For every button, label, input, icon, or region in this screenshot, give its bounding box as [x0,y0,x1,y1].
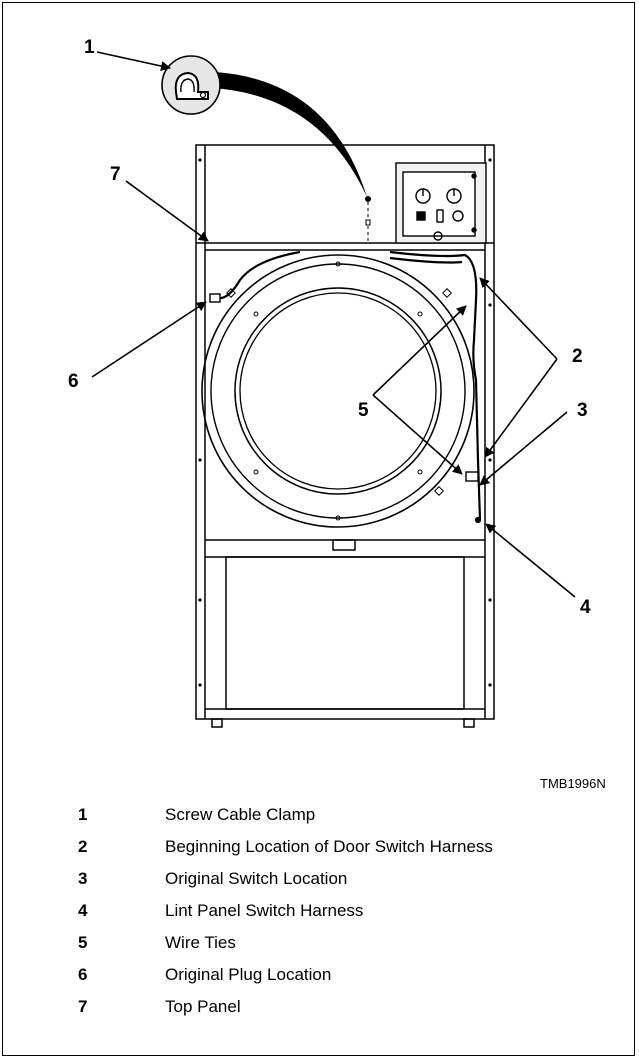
legend-number: 4 [78,901,88,920]
legend-label: Beginning Location of Door Switch Harnes… [165,837,493,856]
legend-label: Original Plug Location [165,965,332,984]
legend-item: 3 Original Switch Location [78,869,638,901]
legend-number: 2 [78,837,88,856]
callout-6: 6 [68,371,79,392]
callout-5: 5 [358,400,369,421]
legend-label: Wire Ties [165,933,236,952]
legend-number: 1 [78,805,88,824]
callout-4: 4 [580,597,591,618]
control-panel [395,162,487,244]
legend: 1 Screw Cable Clamp 2 Beginning Location… [78,805,638,1029]
dryer-door [201,254,475,528]
legend-item: 2 Beginning Location of Door Switch Harn… [78,837,638,869]
figure-id: TMB1996N [540,776,606,791]
leader-arrows [91,51,576,598]
cable-clamp-detail [161,55,221,115]
legend-item: 6 Original Plug Location [78,965,638,997]
legend-item: 4 Lint Panel Switch Harness [78,901,638,933]
legend-number: 5 [78,933,88,952]
legend-label: Screw Cable Clamp [165,805,316,824]
detail-leader-band [212,72,367,197]
door-switch-harness [209,250,482,524]
legend-item: 5 Wire Ties [78,933,638,965]
callout-2: 2 [572,346,583,367]
legend-item: 7 Top Panel [78,997,638,1029]
dryer-diagram: 1 7 6 2 5 3 4 [68,37,591,728]
legend-label: Lint Panel Switch Harness [165,901,364,920]
callout-1: 1 [84,37,95,58]
legend-number: 7 [78,997,88,1016]
legend-number: 6 [78,965,88,984]
legend-label: Original Switch Location [165,869,348,888]
callout-3: 3 [577,400,588,421]
callout-7: 7 [110,164,121,185]
legend-item: 1 Screw Cable Clamp [78,805,638,837]
legend-label: Top Panel [165,997,241,1016]
legend-number: 3 [78,869,88,888]
top-panel-screw [365,196,371,242]
